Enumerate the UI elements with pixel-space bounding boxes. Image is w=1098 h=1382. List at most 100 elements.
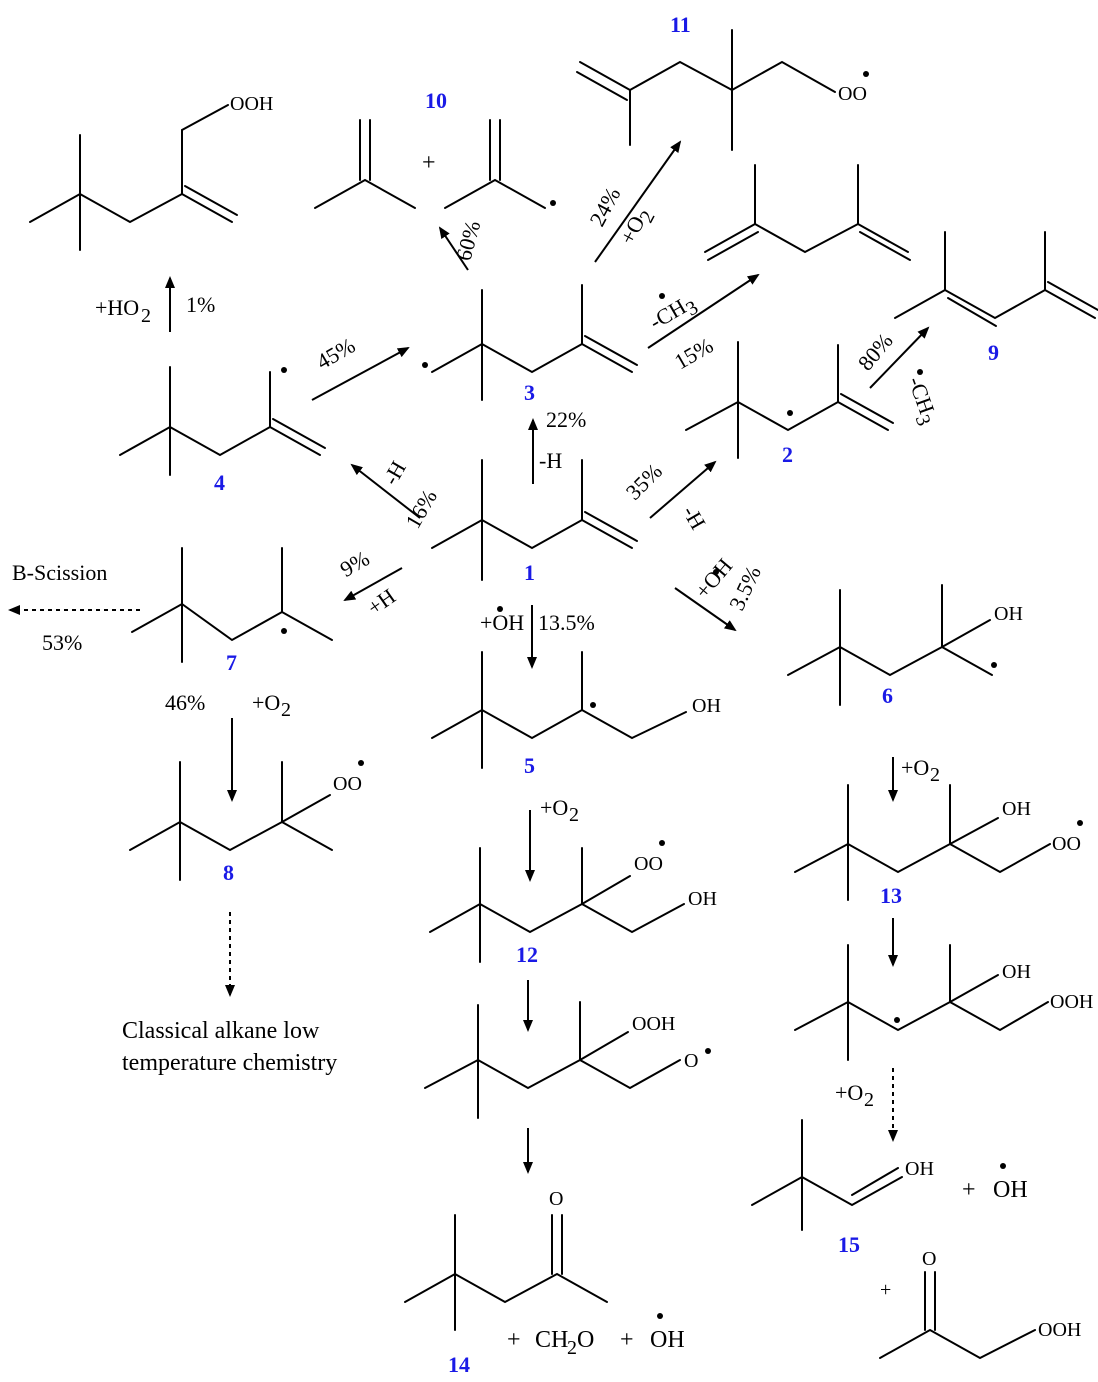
- oh-label: OH: [692, 695, 721, 717]
- plus-sign: +: [880, 1279, 891, 1301]
- radical-dot: [1000, 1163, 1006, 1169]
- minus-h-label: -H: [678, 501, 711, 534]
- radical-dot: [590, 702, 596, 708]
- compound-2-structure: [685, 341, 894, 459]
- radical-dot: [550, 200, 556, 206]
- oh-radical-label: OH: [993, 1177, 1028, 1203]
- arrow-3-to-11: [594, 140, 682, 263]
- compound-5-structure: [431, 651, 687, 769]
- plus-sign: +: [507, 1327, 521, 1353]
- compound-number-5: 5: [524, 753, 535, 778]
- radical-dot: [657, 1313, 663, 1319]
- classical-line-2: temperature chemistry: [122, 1050, 337, 1076]
- hydroperoxy-radical-structure: [794, 944, 1049, 1061]
- percent-1: 1%: [186, 292, 215, 317]
- radical-dot: [894, 1017, 900, 1023]
- arrow-4-to-3: [311, 347, 410, 401]
- percent-45: 45%: [312, 333, 359, 375]
- plus-o2-label: +O: [252, 690, 280, 715]
- compound-number-6: 6: [882, 683, 893, 708]
- percent-80: 80%: [853, 328, 898, 375]
- plus-ho2-label: +HO: [95, 295, 139, 320]
- plus-sign: +: [962, 1177, 976, 1203]
- compound-number-7: 7: [226, 650, 237, 675]
- compound-15-structure: [751, 1119, 903, 1231]
- compound-number-4: 4: [214, 470, 225, 495]
- compound-number-1: 1: [524, 560, 535, 585]
- o2-subscript: 2: [569, 804, 579, 826]
- radical-dot: [497, 606, 503, 612]
- oo-label: OO: [634, 853, 663, 875]
- o2-subscript: 2: [930, 764, 940, 786]
- radical-dot: [422, 362, 428, 368]
- plus-o2-label: +O: [901, 755, 929, 780]
- radical-dot: [1077, 820, 1083, 826]
- alkoxy-intermediate-structure: [424, 1001, 681, 1119]
- o2-subscript: 2: [864, 1089, 874, 1111]
- compound-number-11: 11: [670, 12, 691, 37]
- radical-dot: [358, 760, 364, 766]
- compound-8-structure: [129, 761, 333, 881]
- oo-label: OO: [838, 83, 867, 105]
- arrow-3-to-10: [438, 226, 469, 271]
- radical-dot: [705, 1048, 711, 1054]
- arrow-1-to-2: [649, 460, 717, 519]
- o-label: O: [922, 1248, 936, 1270]
- compound-number-9: 9: [988, 340, 999, 365]
- compound-number-10: 10: [425, 88, 447, 113]
- hydroperoxide-product-structure: [29, 104, 238, 251]
- arrow-1-to-6: [674, 587, 737, 632]
- radical-dot: [991, 662, 997, 668]
- compound-6-structure: [787, 584, 993, 706]
- arrow-1-to-7: [343, 567, 403, 601]
- compound-number-13: 13: [880, 883, 902, 908]
- diene-product-structure: [704, 164, 911, 261]
- radical-dot: [863, 71, 869, 77]
- compound-12-structure: [429, 847, 685, 963]
- compound-3-structure: [431, 284, 638, 401]
- ch2o-oxygen: O: [577, 1327, 594, 1353]
- plus-o2-label: +O: [835, 1080, 863, 1105]
- compound-10-structure: [314, 119, 546, 209]
- minus-h-label: -H: [378, 456, 411, 489]
- radical-dot: [281, 628, 287, 634]
- ho2-subscript: 2: [141, 305, 151, 327]
- oh-label: OH: [1002, 961, 1031, 983]
- o-label: O: [684, 1050, 698, 1072]
- classical-line-1: Classical alkane low: [122, 1018, 320, 1044]
- o-label: O: [549, 1188, 563, 1210]
- arrow-1-to-4: [350, 463, 421, 519]
- compound-number-12: 12: [516, 942, 538, 967]
- b-scission-label: B-Scission: [12, 560, 107, 585]
- compound-11-structure: [576, 29, 836, 151]
- percent-24: 24%: [584, 183, 625, 230]
- compound-1-structure: [431, 459, 638, 581]
- radical-dot: [281, 367, 287, 373]
- plus-sign: +: [620, 1327, 634, 1353]
- compound-13-structure: [794, 784, 1051, 901]
- oo-label: OO: [1052, 833, 1081, 855]
- minus-h-label: -H: [539, 448, 562, 473]
- plus-h-label: +H: [363, 583, 401, 620]
- ooh-label: OOH: [1038, 1319, 1081, 1341]
- arrow-2-to-9: [869, 326, 930, 389]
- compound-number-2: 2: [782, 442, 793, 467]
- ooh-label: OOH: [230, 93, 273, 115]
- percent-60: 60%: [451, 218, 486, 263]
- ch3-subscript: 3: [911, 412, 935, 429]
- percent-35: 35%: [621, 458, 667, 504]
- radical-dot: [713, 569, 719, 575]
- arrow-3-to-diene: [647, 273, 760, 349]
- oh-radical-label: OH: [650, 1327, 685, 1353]
- percent-46: 46%: [165, 690, 205, 715]
- ch2o-subscript: 2: [567, 1337, 577, 1359]
- ooh-label: OOH: [1050, 991, 1093, 1013]
- compound-number-15: 15: [838, 1232, 860, 1257]
- ketohydroperoxide-structure: [879, 1271, 1036, 1360]
- percent-22: 22%: [546, 407, 586, 432]
- plus-sign: +: [422, 150, 436, 176]
- compound-number-8: 8: [223, 860, 234, 885]
- oh-label: OH: [994, 603, 1023, 625]
- compound-number-14: 14: [448, 1352, 470, 1377]
- plus-o2-label: +O: [540, 795, 568, 820]
